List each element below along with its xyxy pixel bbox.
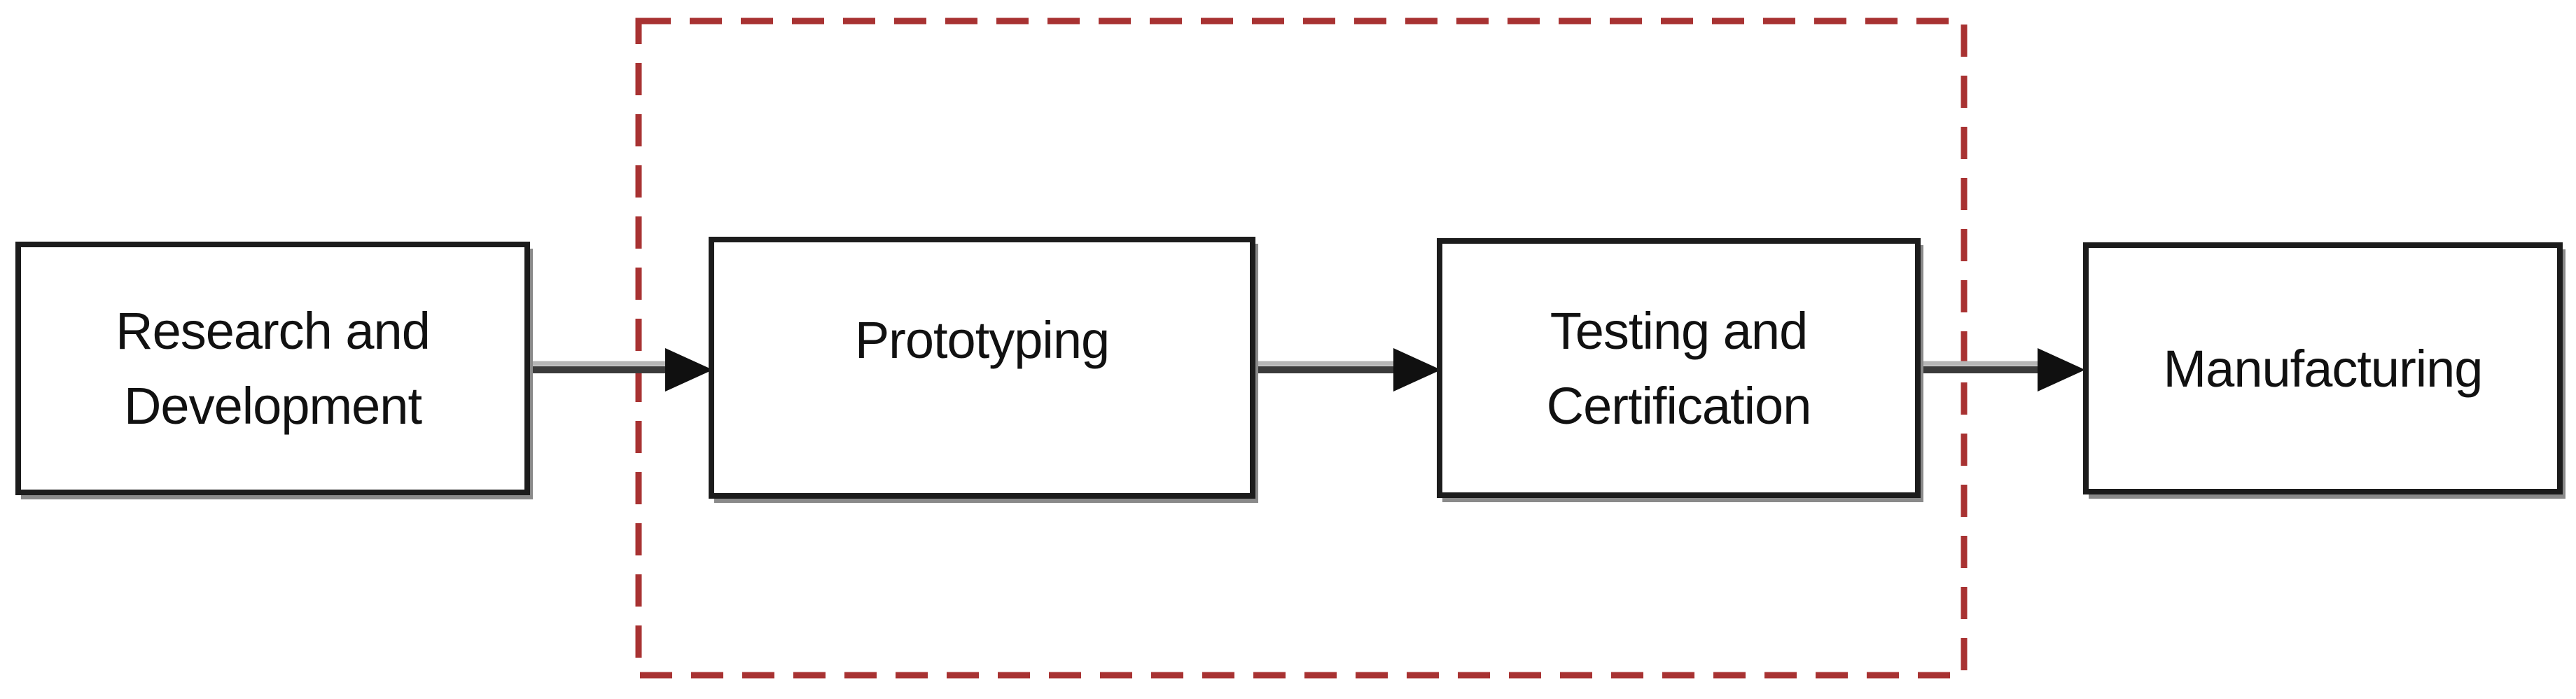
- arrowhead-icon: [1393, 348, 1441, 392]
- arrow-testing-to-manufacturing: [1919, 348, 2085, 392]
- arrowhead-icon: [2038, 348, 2085, 392]
- node-label: Research and Development: [116, 302, 431, 435]
- arrow-rnd-to-prototyping: [529, 348, 713, 392]
- node-research-and-development: Research and Development: [15, 242, 530, 495]
- node-manufacturing: Manufacturing: [2083, 242, 2563, 494]
- arrowhead-icon: [665, 348, 713, 392]
- node-label: Prototyping: [854, 310, 1110, 369]
- node-label: Manufacturing: [2163, 339, 2484, 398]
- node-testing-and-certification: Testing and Certification: [1437, 238, 1921, 498]
- arrow-prototyping-to-testing: [1253, 348, 1441, 392]
- node-prototyping: Prototyping: [709, 237, 1255, 499]
- node-label: Testing and Certification: [1546, 301, 1812, 435]
- dashed-highlight-rectangle: [635, 18, 1968, 679]
